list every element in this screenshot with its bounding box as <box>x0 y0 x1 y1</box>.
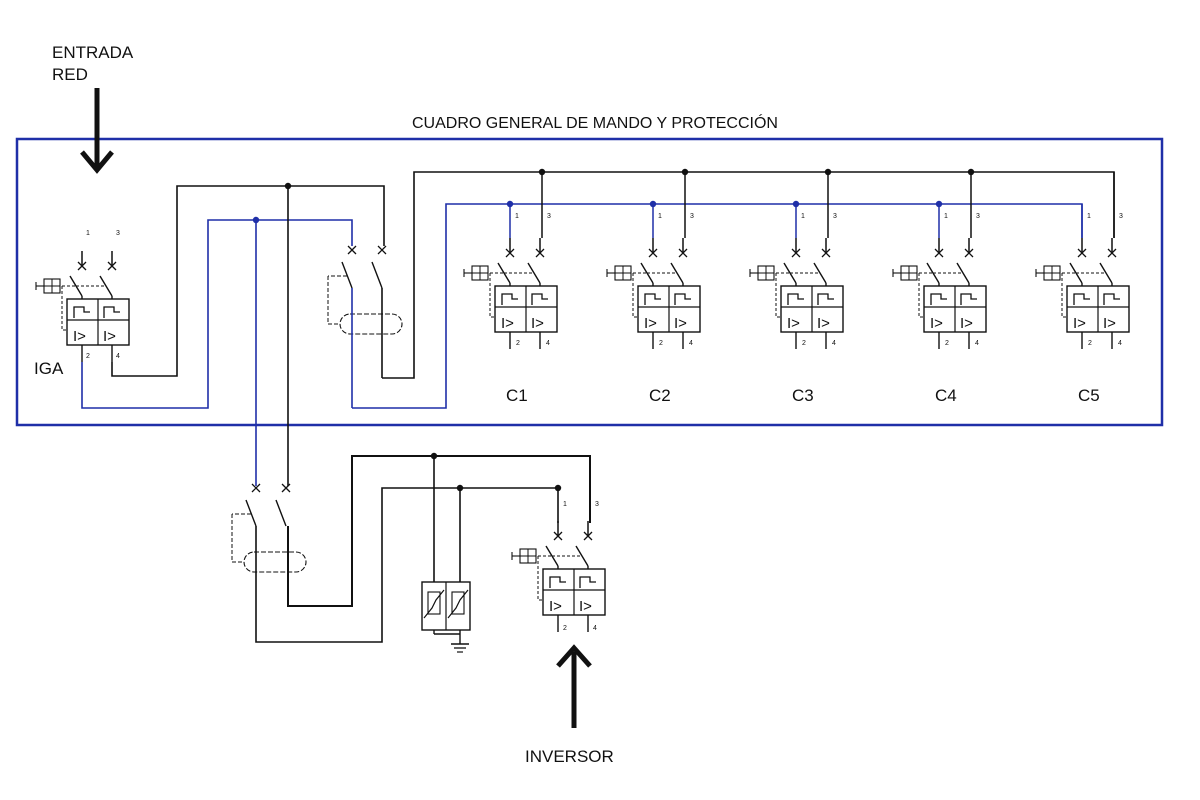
main-breaker-label: IGA <box>34 359 64 378</box>
svg-text:2: 2 <box>86 353 90 360</box>
svg-text:3: 3 <box>1119 213 1123 220</box>
svg-text:1: 1 <box>86 230 90 237</box>
svg-text:3: 3 <box>547 213 551 220</box>
circuit-breaker-c3: 1 3 2 4C3 <box>749 168 844 405</box>
svg-text:1: 1 <box>658 213 662 220</box>
svg-text:2: 2 <box>802 340 806 347</box>
svg-text:4: 4 <box>546 340 550 347</box>
main-breaker: 1 3 2 4 <box>35 230 130 363</box>
circuit-breaker-c1: 1 3 2 4C1 <box>463 168 558 405</box>
circuit-label-c2: C2 <box>649 386 671 405</box>
svg-text:1: 1 <box>801 213 805 220</box>
panel-title: CUADRO GENERAL DE MANDO Y PROTECCIÓN <box>412 113 778 132</box>
svg-text:4: 4 <box>975 340 979 347</box>
inverter-arrow <box>556 644 592 728</box>
svg-text:2: 2 <box>516 340 520 347</box>
svg-text:1: 1 <box>563 501 567 508</box>
svg-text:3: 3 <box>116 230 120 237</box>
svg-text:4: 4 <box>116 353 120 360</box>
circuit-breaker-c4: 1 3 2 4C4 <box>892 168 987 405</box>
svg-text:2: 2 <box>1088 340 1092 347</box>
svg-text:4: 4 <box>689 340 693 347</box>
svg-text:2: 2 <box>563 625 567 632</box>
circuit-label-c3: C3 <box>792 386 814 405</box>
input-arrow <box>80 88 114 174</box>
inverter-label: INVERSOR <box>525 747 614 766</box>
circuit-label-c4: C4 <box>935 386 957 405</box>
svg-text:4: 4 <box>593 625 597 632</box>
panel-border <box>15 137 1164 427</box>
svg-text:3: 3 <box>595 501 599 508</box>
svg-text:1: 1 <box>1087 213 1091 220</box>
input-label-2: RED <box>52 65 88 84</box>
svg-text:4: 4 <box>1118 340 1122 347</box>
svg-text:2: 2 <box>659 340 663 347</box>
neutral-wire <box>81 219 353 409</box>
circuit-label-c1: C1 <box>506 386 528 405</box>
phase-wire <box>111 185 385 377</box>
svg-text:3: 3 <box>976 213 980 220</box>
circuit-breaker-c2: 1 3 2 4C2 <box>606 168 701 405</box>
upper-disconnect-switch <box>327 245 403 335</box>
surge-protector <box>421 581 471 635</box>
svg-text:1: 1 <box>944 213 948 220</box>
circuit-breaker-c5: 1 3 2 4C5 <box>1035 172 1130 405</box>
svg-text:4: 4 <box>832 340 836 347</box>
svg-text:3: 3 <box>833 213 837 220</box>
svg-text:3: 3 <box>690 213 694 220</box>
circuit-label-c5: C5 <box>1078 386 1100 405</box>
input-label: ENTRADA <box>52 43 134 62</box>
svg-text:2: 2 <box>945 340 949 347</box>
svg-text:1: 1 <box>515 213 519 220</box>
ground-icon <box>451 634 469 653</box>
inverter-breaker: 1 3 2 4 <box>511 501 606 633</box>
lower-disconnect-switch <box>231 483 307 573</box>
